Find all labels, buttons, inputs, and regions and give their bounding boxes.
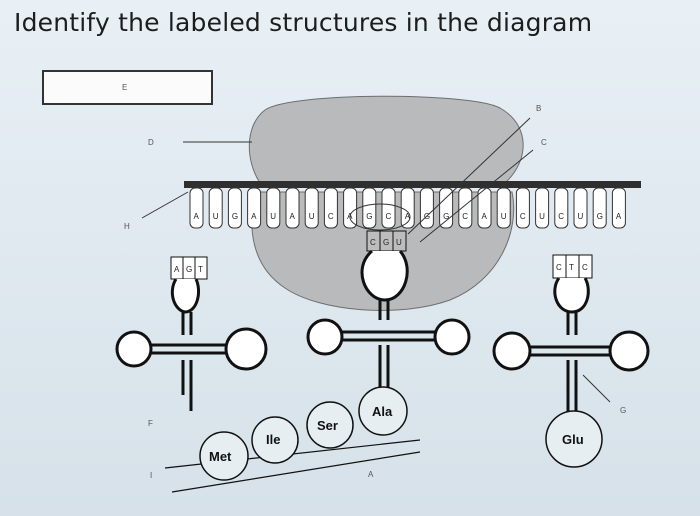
codon-highlight (349, 203, 411, 231)
mrna-base-letter: U (578, 212, 584, 221)
label-h: H (124, 222, 130, 231)
trna-middle-anticodon-1: C (370, 238, 376, 247)
label-c: C (541, 138, 547, 147)
mrna-base-letter: G (443, 212, 449, 221)
mrna-base-letter: C (386, 212, 392, 221)
ribosome-large-subunit (248, 95, 524, 184)
trna-left-anticodon-3: T (198, 265, 203, 274)
mrna-base-letter: U (309, 212, 315, 221)
mrna-base: U (304, 187, 319, 229)
label-ile: Ile (266, 432, 280, 447)
label-glu: Glu (562, 432, 584, 447)
pointer-c (419, 149, 534, 243)
mrna-base-letter: A (290, 212, 296, 221)
mrna-base: U (266, 187, 281, 229)
mrna-base: U (573, 187, 588, 229)
mrna-base: A (611, 187, 626, 229)
mrna-base-letter: C (462, 212, 468, 221)
mrna-base: C (381, 187, 396, 229)
mrna-base: A (247, 187, 262, 229)
mrna-base: U (535, 187, 550, 229)
label-e: E (122, 83, 127, 92)
mrna-base: G (362, 187, 377, 229)
mrna-base-letter: A (482, 212, 488, 221)
mrna-base: G (227, 187, 242, 229)
label-a: A (368, 470, 374, 479)
trna-right-anticodon-1: C (556, 263, 562, 272)
trna-right (492, 254, 650, 420)
trna-right-anticodon-2: T (569, 263, 574, 272)
pointer-a (171, 451, 421, 493)
mrna-base: A (189, 187, 204, 229)
mrna-base-letter: G (232, 212, 238, 221)
mrna-base-letter: A (616, 212, 622, 221)
pointer-b (407, 117, 531, 235)
mrna-base: U (208, 187, 223, 229)
mrna-bases: AUGAUAUCAGCAGGCAUCUCUGA (189, 187, 626, 229)
mrna-base: A (477, 187, 492, 229)
amino-acid-met (199, 431, 249, 481)
label-met: Met (209, 449, 232, 464)
mrna-base-letter: U (501, 212, 507, 221)
mrna-base: C (554, 187, 569, 229)
mrna-base: G (419, 187, 434, 229)
mrna-base: C (323, 187, 338, 229)
trna-middle-anticodon-2: G (383, 238, 389, 247)
label-g: G (620, 406, 626, 415)
trna-left (115, 256, 268, 411)
mrna-base-letter: A (194, 212, 200, 221)
mrna-base-letter: U (270, 212, 276, 221)
mrna-base: G (592, 187, 607, 229)
mrna-base-letter: G (366, 212, 372, 221)
mrna-backbone (184, 181, 641, 188)
page-title: Identify the labeled structures in the d… (14, 8, 593, 37)
label-f: F (148, 419, 153, 428)
mrna-base-letter: A (405, 212, 411, 221)
mrna-base-letter: C (328, 212, 334, 221)
trna-right-anticodon-3: C (582, 263, 588, 272)
label-ser: Ser (317, 418, 338, 433)
mrna-base: U (496, 187, 511, 229)
amino-acid-ser (306, 401, 354, 449)
mrna-base: C (515, 187, 530, 229)
trna-middle-anticodon-3: U (396, 238, 402, 247)
pointer-g (582, 374, 611, 403)
amino-acid-glu (545, 410, 603, 468)
mrna-base-letter: A (251, 212, 257, 221)
label-b: B (536, 104, 541, 113)
amino-acid-ile (251, 416, 299, 464)
mrna-base-letter: U (539, 212, 545, 221)
mrna-base-letter: U (213, 212, 219, 221)
pointer-h (141, 191, 189, 219)
mrna-base-letter: G (597, 212, 603, 221)
amino-acid-ala (358, 386, 408, 436)
label-d: D (148, 138, 154, 147)
trna-left-anticodon-2: G (186, 265, 192, 274)
mrna-base: A (285, 187, 300, 229)
label-ala: Ala (372, 404, 393, 419)
trna-left-anticodon-1: A (174, 265, 180, 274)
mrna-base: C (458, 187, 473, 229)
mrna-base-letter: C (520, 212, 526, 221)
trna-middle (306, 230, 471, 388)
mrna-base: A (343, 187, 358, 229)
answer-box-e[interactable] (42, 70, 213, 105)
label-i: I (150, 471, 152, 480)
mrna-base-letter: C (558, 212, 564, 221)
